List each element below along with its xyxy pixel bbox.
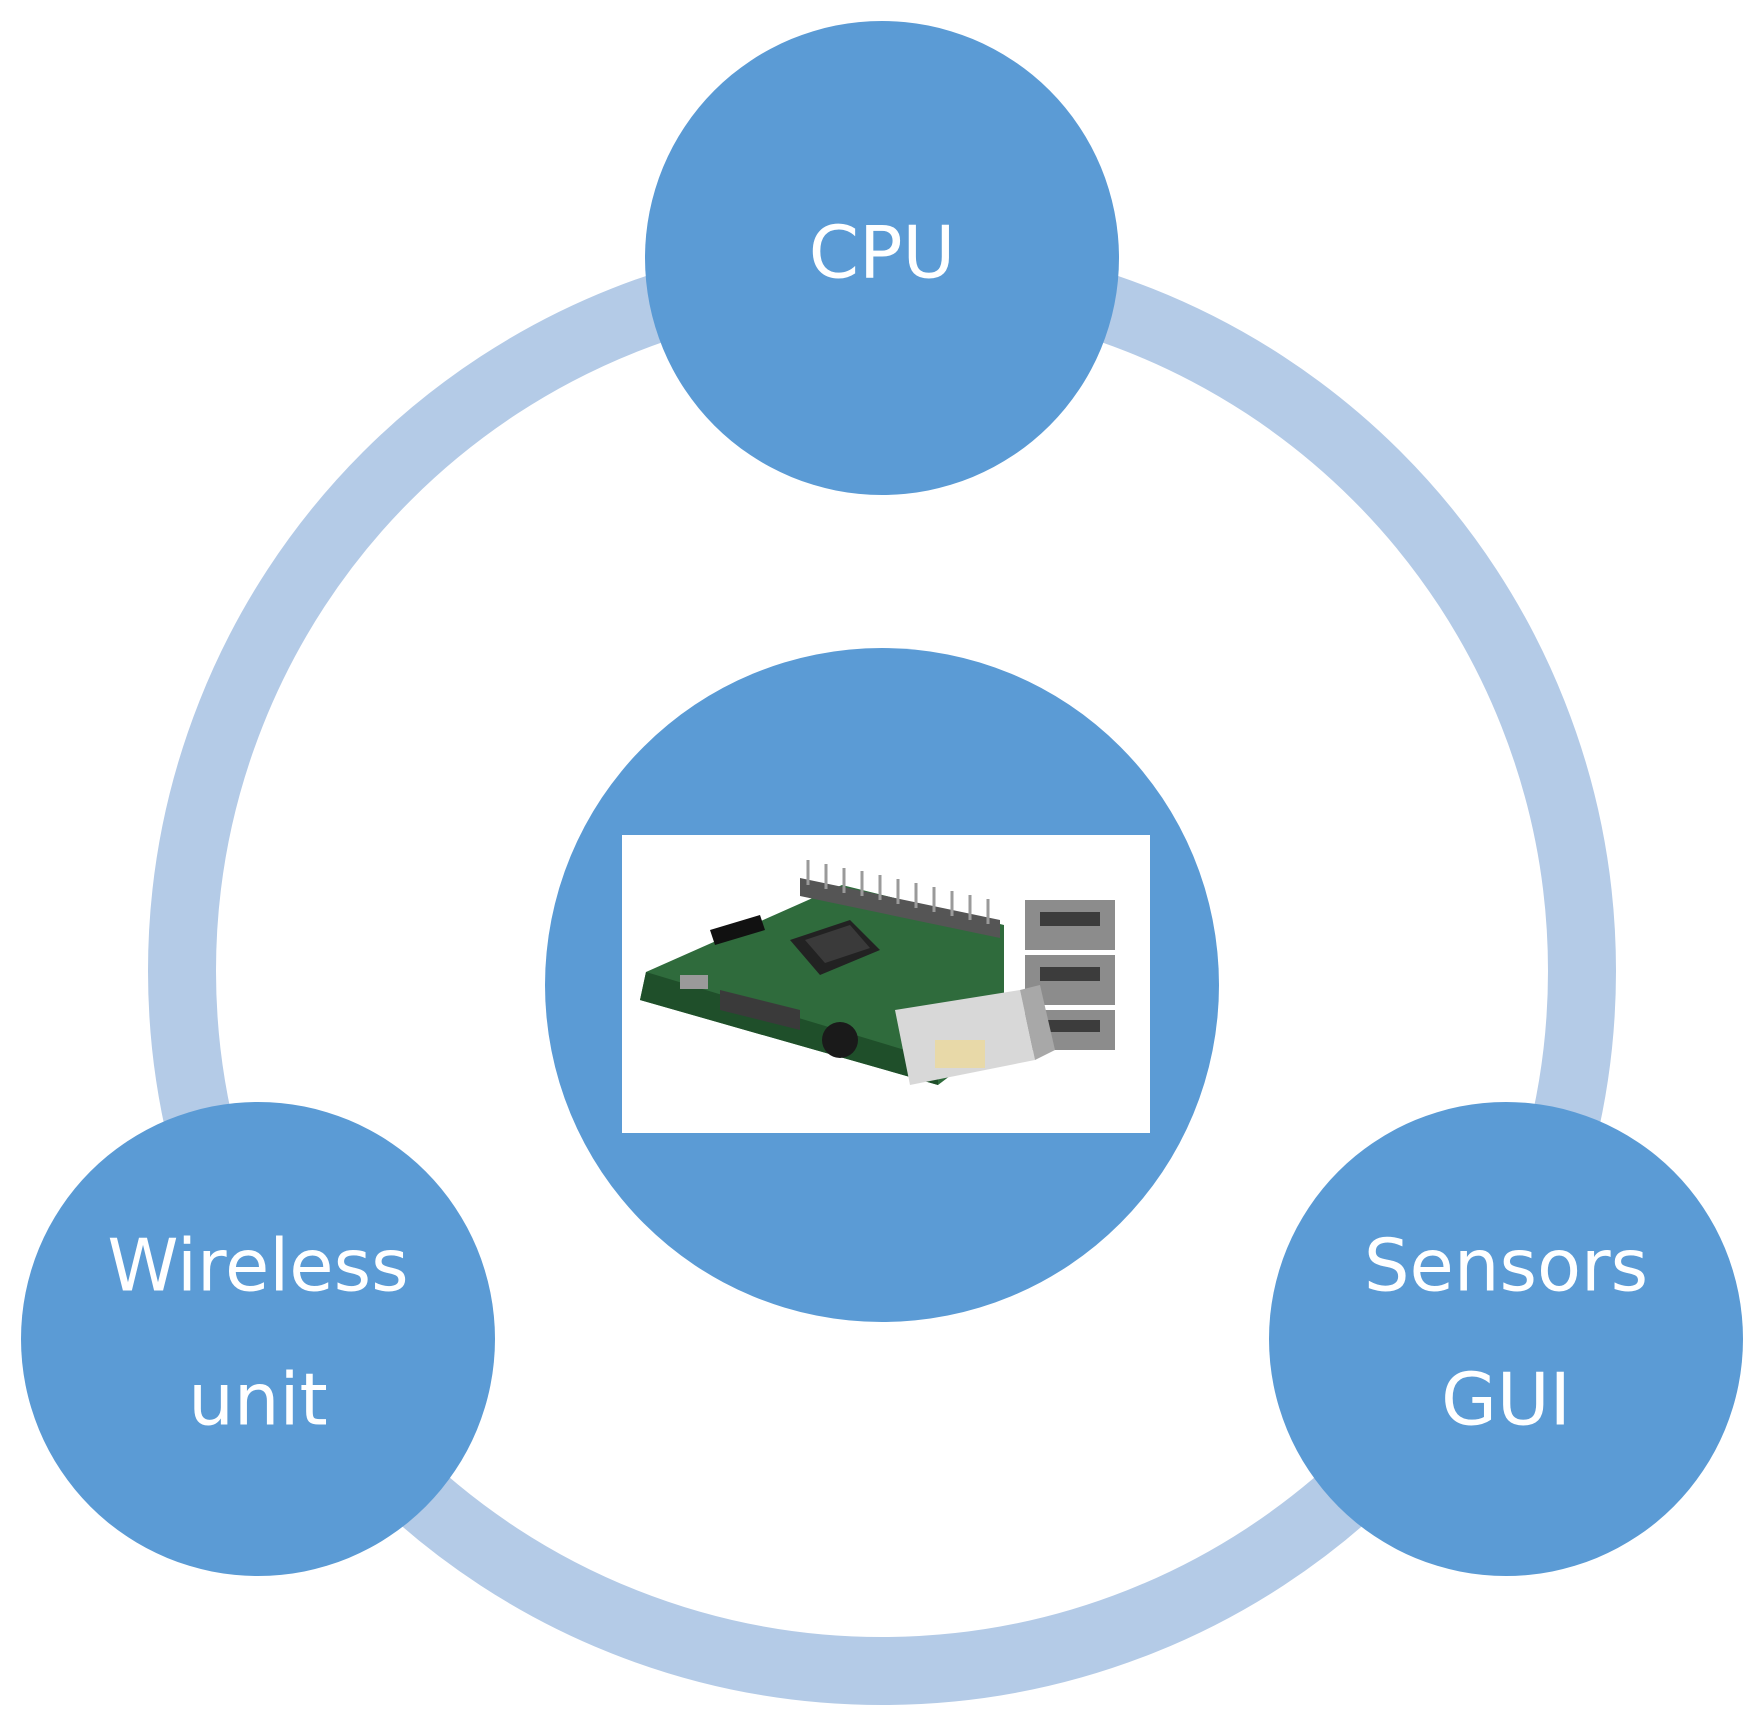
node-cpu-label: CPU	[809, 211, 955, 295]
node-sensors-gui-circle	[1269, 1102, 1743, 1576]
node-wireless-unit-circle	[21, 1102, 495, 1576]
node-sensors-gui-label-line2: GUI	[1441, 1358, 1571, 1442]
node-sensors-gui-label-line1: Sensors	[1364, 1224, 1648, 1308]
node-sensors-gui: Sensors GUI	[1269, 1102, 1743, 1576]
node-cpu-circle	[645, 21, 1119, 495]
node-cpu: CPU	[645, 21, 1119, 495]
node-wireless-unit-label-line1: Wireless	[107, 1224, 408, 1308]
node-wireless-unit: Wireless unit	[21, 1102, 495, 1576]
node-wireless-unit-label-line2: unit	[188, 1358, 328, 1442]
raspberry-pi-board-icon	[622, 835, 1150, 1133]
